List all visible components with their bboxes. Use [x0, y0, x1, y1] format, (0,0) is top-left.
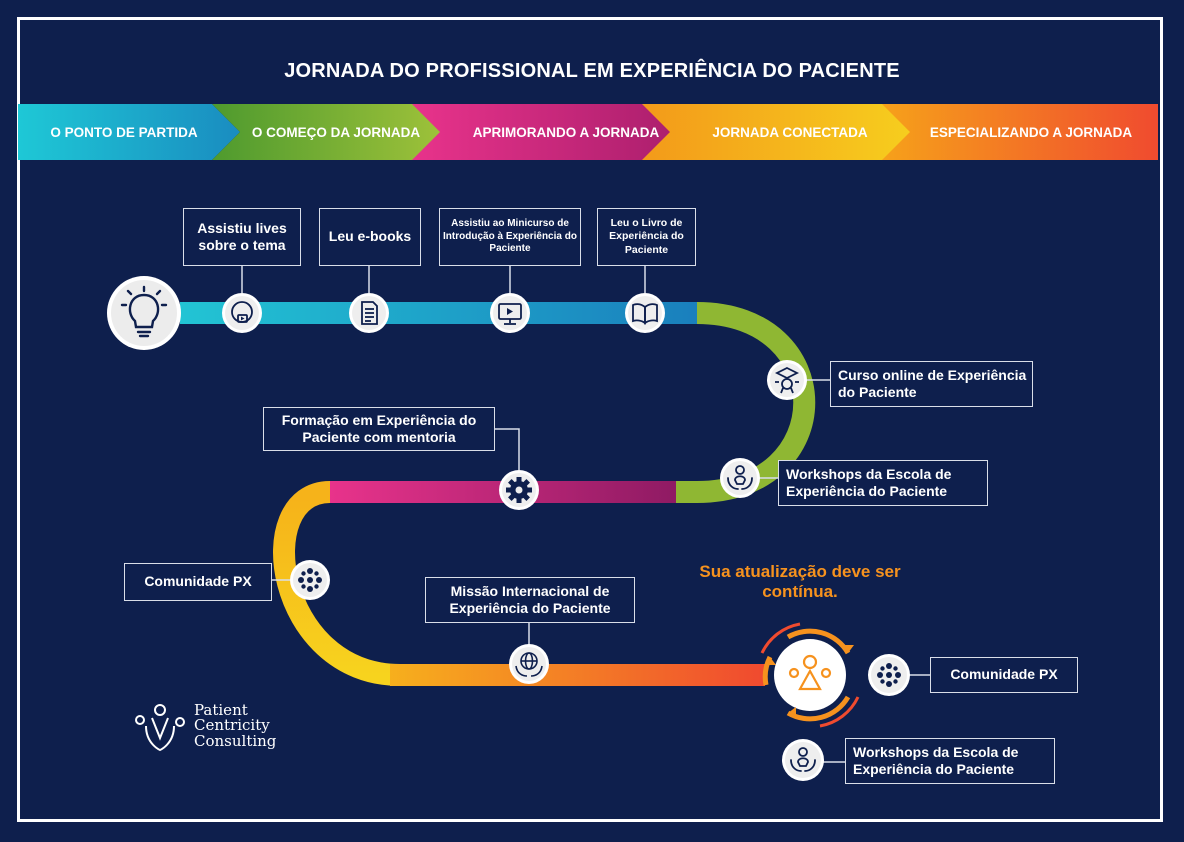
stage-label-2: O COMEÇO DA JORNADA — [251, 125, 421, 140]
poster-frame — [17, 17, 1163, 822]
graduation-certificate-icon — [767, 360, 807, 400]
milestone-formacao: Formação em Experiência do Paciente com … — [263, 407, 495, 451]
milestone-workshops-final: Workshops da Escola de Experiência do Pa… — [845, 738, 1055, 784]
lightbulb-icon — [107, 276, 181, 350]
logo-mark — [135, 704, 185, 752]
connector-lines — [241, 266, 930, 763]
stage-ribbon-segment — [412, 104, 698, 160]
milestone-minicurso: Assistiu ao Minicurso de Introdução à Ex… — [439, 208, 581, 266]
logo-text: Patient Centricity Consulting — [194, 701, 277, 750]
page-title: JORNADA DO PROFISSIONAL EM EXPERIÊNCIA D… — [284, 60, 900, 82]
stage-ribbon — [18, 104, 1158, 160]
milestone-missao: Missão Internacional de Experiência do P… — [425, 577, 635, 623]
logo-line: Centricity — [194, 716, 270, 735]
connector-line — [495, 428, 520, 470]
stage-ribbon-segment — [18, 104, 240, 160]
gear-icon — [499, 470, 539, 510]
stage-label-1: O PONTO DE PARTIDA — [50, 125, 198, 140]
open-book-icon — [625, 293, 665, 333]
stage-label-4: JORNADA CONECTADA — [712, 125, 868, 140]
stage-ribbon-segment — [642, 104, 938, 160]
globe-hands-icon — [509, 644, 549, 684]
road-yellow-curve — [273, 481, 401, 686]
milestone-curso: Curso online de Experiência do Paciente — [830, 361, 1033, 407]
stage-ribbon-segment — [882, 104, 1158, 160]
milestone-comunidade-final: Comunidade PX — [930, 657, 1078, 693]
play-bubble-icon — [222, 293, 262, 333]
milestone-comunidade: Comunidade PX — [124, 563, 272, 601]
community-circle-icon — [290, 560, 330, 600]
person-hands-icon — [782, 739, 824, 781]
milestone-lives: Assistiu lives sobre o tema — [183, 208, 301, 266]
milestone-ebooks: Leu e-books — [319, 208, 421, 266]
document-icon — [349, 293, 389, 333]
person-hands-icon — [720, 458, 760, 498]
logo-line: Consulting — [194, 731, 277, 750]
cycle-arrows-icon — [760, 622, 860, 728]
milestone-livro: Leu o Livro de Experiência do Paciente — [597, 208, 696, 266]
logo-line: Patient — [194, 701, 248, 719]
community-circle-icon — [868, 654, 910, 696]
stage-label-5: ESPECIALIZANDO A JORNADA — [929, 125, 1133, 140]
stage-label-3: APRIMORANDO A JORNADA — [472, 125, 660, 140]
milestone-workshops: Workshops da Escola de Experiência do Pa… — [778, 460, 988, 506]
video-monitor-icon — [490, 293, 530, 333]
tagline: Sua atualização deve ser contínua. — [699, 562, 901, 601]
stage-ribbon-segment — [212, 104, 468, 160]
